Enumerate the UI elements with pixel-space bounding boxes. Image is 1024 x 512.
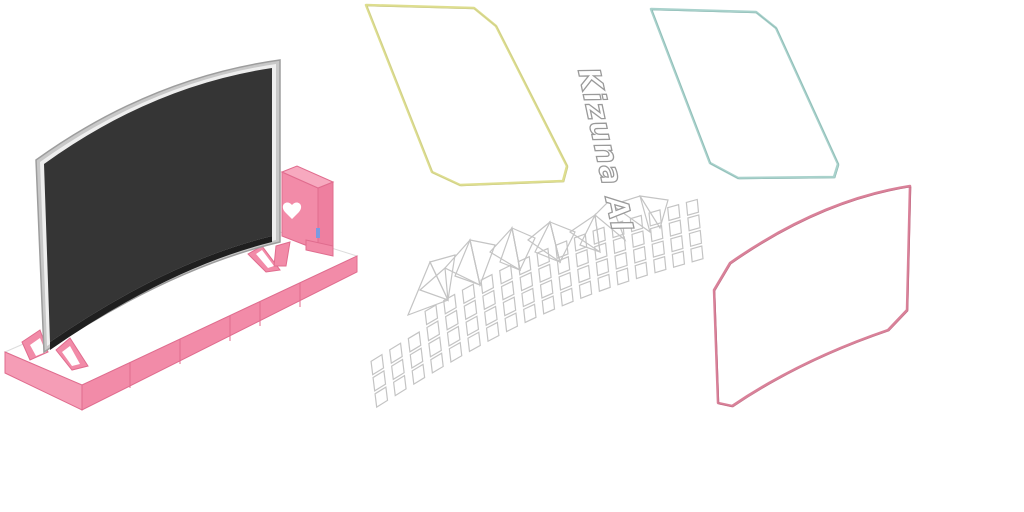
grid-cell <box>555 240 569 260</box>
grid-cell <box>467 331 481 353</box>
grid-cell <box>519 271 534 292</box>
grid-cell <box>504 312 519 333</box>
grid-cell <box>443 293 457 315</box>
grid-cell <box>688 229 703 248</box>
grid-cell <box>632 245 647 264</box>
stage-back-box <box>280 165 335 257</box>
grid-cell <box>615 267 630 286</box>
grid-cell <box>448 341 463 363</box>
screen-leg-left <box>21 329 89 371</box>
grid-cell <box>651 240 665 258</box>
crystal-facet <box>579 212 601 253</box>
grid-cell <box>670 234 684 253</box>
grid-cell <box>502 296 517 317</box>
grid-cell <box>649 224 664 243</box>
grid-cell <box>463 299 478 321</box>
grid-cell <box>444 309 459 331</box>
grid-cell <box>690 245 704 263</box>
grid-cell <box>687 214 701 232</box>
grid-cell <box>484 305 498 327</box>
grid-cell <box>612 236 627 255</box>
crystal-facet <box>499 225 521 271</box>
grid-cell <box>389 342 403 365</box>
grid-cell <box>575 248 589 268</box>
grid-cell <box>653 255 667 274</box>
grid-cell <box>372 369 387 392</box>
grid-cell <box>685 198 700 216</box>
grid-cell <box>499 264 513 285</box>
crystal-facet <box>418 266 449 301</box>
grid-cell <box>595 257 610 277</box>
grid-cell <box>631 230 645 249</box>
panel-outline-teal <box>649 7 840 180</box>
grid-cell <box>391 358 405 381</box>
grid-cell <box>668 219 683 237</box>
grid-cell <box>482 289 496 311</box>
grid-cell <box>521 287 535 308</box>
grid-cell <box>614 251 628 270</box>
screen-leg-right <box>247 241 291 273</box>
grid-cell <box>480 273 495 295</box>
grid-cell <box>523 303 537 324</box>
grid-cell <box>629 214 644 233</box>
grid-cell <box>634 261 648 280</box>
grid-cell <box>407 331 422 353</box>
stage-base-side <box>4 351 83 411</box>
grid-cell <box>485 321 500 343</box>
grid-cell <box>430 352 444 374</box>
grid-cell <box>500 280 515 301</box>
grid-cell <box>541 295 556 315</box>
grid-cell <box>538 263 552 283</box>
grid-cell <box>597 273 611 293</box>
grid-cell <box>560 287 574 307</box>
crystal-facet <box>610 195 652 234</box>
crystal-facet <box>429 254 456 303</box>
screen-display <box>44 68 272 342</box>
crystal-facet <box>534 220 561 263</box>
grid-cell <box>370 353 385 376</box>
grid-cell <box>409 347 424 369</box>
crystal-facet <box>469 239 496 288</box>
grid-cell <box>428 336 442 358</box>
curved-screen <box>35 59 281 354</box>
grid-cell <box>424 304 439 326</box>
grid-cell <box>536 247 550 268</box>
grid-cell <box>577 264 591 284</box>
stage-model <box>3 59 359 411</box>
grid-cell <box>578 280 593 300</box>
grid-cell <box>558 271 573 291</box>
grid-cell <box>374 386 389 409</box>
logo-text: Kizuna AI <box>570 64 639 235</box>
grid-cell <box>446 325 461 347</box>
crystal-facet <box>594 198 627 242</box>
wireframe-grid <box>370 195 704 409</box>
grid-cell <box>594 242 608 261</box>
panel-outline-yellow <box>364 3 569 187</box>
grid-cell <box>461 283 476 305</box>
grid-cell <box>539 279 554 299</box>
grid-cell <box>556 255 571 275</box>
panel-outline-pink <box>712 184 912 408</box>
grid-cell <box>392 374 407 397</box>
grid-cell <box>426 320 441 342</box>
grid-cell <box>667 203 681 222</box>
grid-cell <box>671 250 686 268</box>
heart-icon <box>282 202 302 219</box>
grid-cell <box>411 363 426 386</box>
grid-cell <box>592 226 606 245</box>
crystal-facet <box>454 238 481 286</box>
crystal-facet <box>638 195 669 230</box>
grid-cell <box>465 315 480 337</box>
